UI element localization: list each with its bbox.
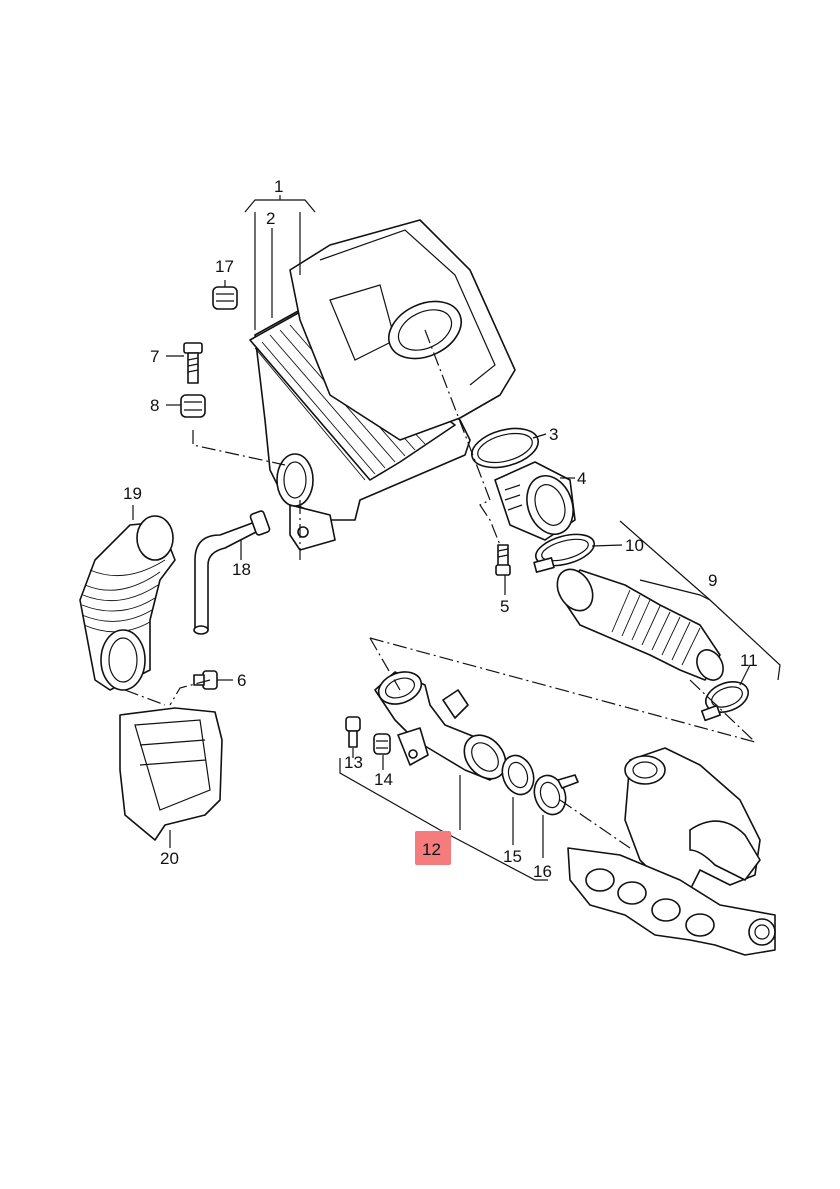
callout-11[interactable]: 11 (740, 651, 758, 670)
callout-20[interactable]: 20 (160, 849, 179, 868)
hose-clamp-16[interactable] (529, 771, 579, 819)
callout-2[interactable]: 2 (266, 209, 275, 228)
vent-hose-18[interactable] (193, 510, 271, 635)
leader-lines (132, 195, 781, 881)
callout-4[interactable]: 4 (577, 469, 586, 488)
callout-6[interactable]: 6 (237, 671, 246, 690)
air-hose-9[interactable] (550, 563, 728, 685)
bolt-7[interactable] (183, 342, 203, 384)
air-mass-meter-4[interactable] (494, 461, 581, 541)
callout-5[interactable]: 5 (500, 597, 509, 616)
intake-pipe-12[interactable] (374, 666, 514, 787)
callout-15[interactable]: 15 (503, 847, 522, 866)
callout-labels: 1 2 3 4 5 6 7 8 9 10 11 12 13 14 15 16 1… (123, 177, 758, 881)
highlight-box (415, 831, 451, 865)
callout-3[interactable]: 3 (549, 425, 558, 444)
callout-16[interactable]: 16 (533, 862, 552, 881)
callout-9[interactable]: 9 (708, 571, 717, 590)
air-filter-housing[interactable] (249, 219, 516, 551)
callout-13[interactable]: 13 (344, 753, 363, 772)
turbocharger-assembly (567, 747, 776, 956)
intake-duct-19[interactable] (79, 515, 176, 691)
hose-clamp-10[interactable] (532, 529, 597, 573)
callout-8[interactable]: 8 (150, 396, 159, 415)
bolt-13[interactable] (345, 716, 361, 748)
seal-15[interactable] (497, 751, 539, 799)
assembly-lines (124, 329, 756, 849)
callout-19[interactable]: 19 (123, 484, 142, 503)
callout-14[interactable]: 14 (374, 770, 393, 789)
callout-18[interactable]: 18 (232, 560, 251, 579)
callout-12[interactable]: 12 (422, 840, 441, 859)
callout-10[interactable]: 10 (625, 536, 644, 555)
callout-17[interactable]: 17 (215, 257, 234, 276)
screw-5[interactable] (495, 544, 511, 576)
grommet-8[interactable] (180, 394, 206, 418)
grommet-14[interactable] (373, 733, 391, 755)
seal-ring-3[interactable] (467, 422, 542, 474)
callout-1[interactable]: 1 (274, 177, 283, 196)
callout-7[interactable]: 7 (150, 347, 159, 366)
air-guide-20[interactable] (119, 707, 223, 841)
bolt-6[interactable] (193, 670, 218, 690)
grommet-17[interactable] (212, 286, 238, 310)
